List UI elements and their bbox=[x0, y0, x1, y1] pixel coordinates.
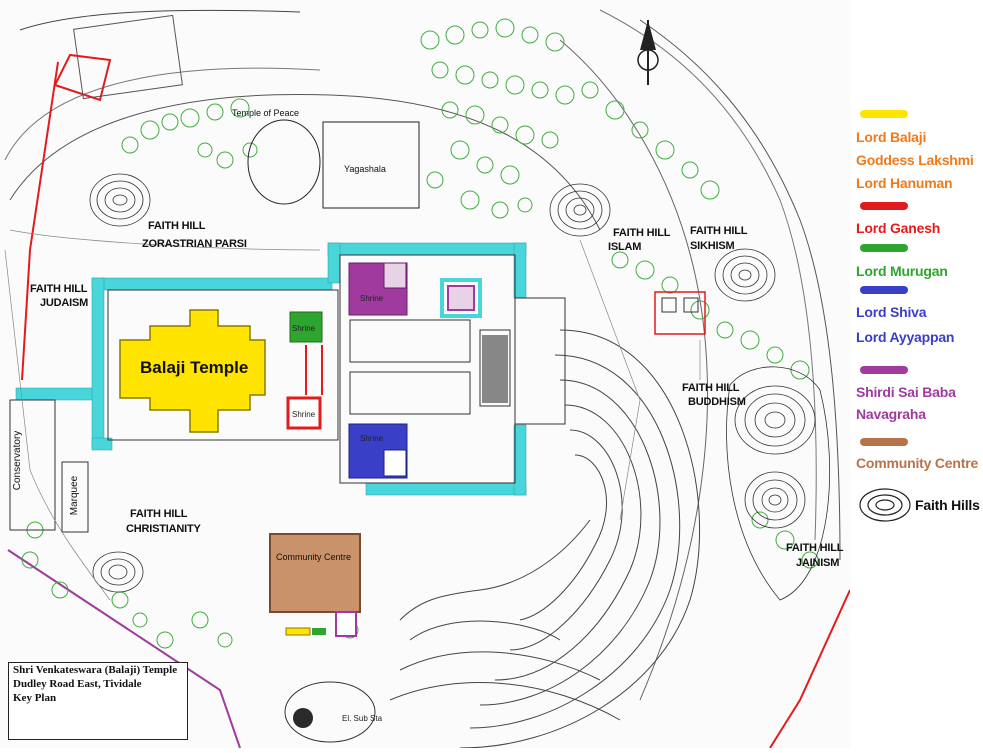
legend-goddess-lakshmi: Goddess Lakshmi bbox=[856, 152, 974, 168]
faith-hills-contour-icon bbox=[859, 488, 911, 522]
marquee-label: Marquee bbox=[69, 475, 81, 516]
faith-hill-buddhism-label: FAITH HILL bbox=[682, 382, 740, 394]
legend-swatch-murugan bbox=[860, 244, 908, 252]
legend-lord-murugan: Lord Murugan bbox=[856, 263, 948, 279]
legend-lord-ayyappan: Lord Ayyappan bbox=[856, 329, 955, 345]
site-plan-map: Temple of Peace Yagashala FAITH HILL ZOR… bbox=[4, 9, 851, 749]
faith-hill-jainism-label: FAITH HILL bbox=[786, 542, 844, 554]
zoroastrian-parsi-label: ZORASTRIAN PARSI bbox=[142, 238, 247, 250]
jainism-label: JAINISM bbox=[796, 557, 840, 569]
balaji-temple-label: Balaji Temple bbox=[140, 358, 249, 377]
legend-panel bbox=[850, 0, 983, 748]
legend-swatch-sai-baba bbox=[860, 366, 908, 374]
legend-lord-ganesh: Lord Ganesh bbox=[856, 220, 941, 236]
key-plan-address: Dudley Road East, Tividale bbox=[13, 678, 142, 690]
legend-navagraha: Navagraha bbox=[856, 406, 926, 422]
legend-swatch-balaji bbox=[860, 110, 908, 118]
conservatory-label: Conservatory bbox=[12, 430, 24, 491]
legend-swatch-community bbox=[860, 438, 908, 446]
yagashala-label: Yagashala bbox=[344, 164, 386, 174]
key-plan-box: Shri Venkateswara (Balaji) Temple Dudley… bbox=[8, 662, 188, 740]
key-plan-title: Shri Venkateswara (Balaji) Temple bbox=[13, 664, 178, 676]
shrine-label-blue: Shrine bbox=[360, 434, 384, 443]
faith-hill-christianity-label: FAITH HILL bbox=[130, 508, 188, 520]
christianity-label: CHRISTIANITY bbox=[126, 523, 201, 535]
legend-lord-shiva: Lord Shiva bbox=[856, 304, 927, 320]
key-plan-label: Key Plan bbox=[13, 692, 57, 704]
legend-lord-balaji: Lord Balaji bbox=[856, 129, 927, 145]
faith-hill-judaism-label: FAITH HILL bbox=[30, 283, 88, 295]
shrine-label-red: Shrine bbox=[292, 410, 316, 419]
shrine-label-green: Shrine bbox=[292, 324, 316, 333]
sub-station-label: El. Sub Sta bbox=[342, 714, 383, 723]
faith-hill-zoroastrian-label: FAITH HILL bbox=[148, 220, 206, 232]
islam-label: ISLAM bbox=[608, 241, 642, 253]
buddhism-label: BUDDHISM bbox=[688, 396, 746, 408]
legend-swatch-ganesh bbox=[860, 202, 908, 210]
sikhism-label: SIKHISM bbox=[690, 240, 735, 252]
legend-faith-hills: Faith Hills bbox=[915, 497, 980, 513]
faith-hill-islam-label: FAITH HILL bbox=[613, 227, 671, 239]
community-centre-map-label: Community Centre bbox=[276, 552, 352, 562]
faith-hill-sikhism-label: FAITH HILL bbox=[690, 225, 748, 237]
north-arrow-icon bbox=[637, 20, 659, 85]
legend-lord-hanuman: Lord Hanuman bbox=[856, 175, 953, 191]
legend-swatch-shiva bbox=[860, 286, 908, 294]
site-plan-drawing bbox=[4, 9, 851, 749]
legend-community-centre: Community Centre bbox=[856, 455, 979, 471]
judaism-label: JUDAISM bbox=[40, 297, 89, 309]
shrine-label-purple: Shrine bbox=[360, 294, 384, 303]
legend-shirdi-sai-baba: Shirdi Sai Baba bbox=[856, 384, 956, 400]
temple-of-peace-label: Temple of Peace bbox=[232, 108, 300, 118]
